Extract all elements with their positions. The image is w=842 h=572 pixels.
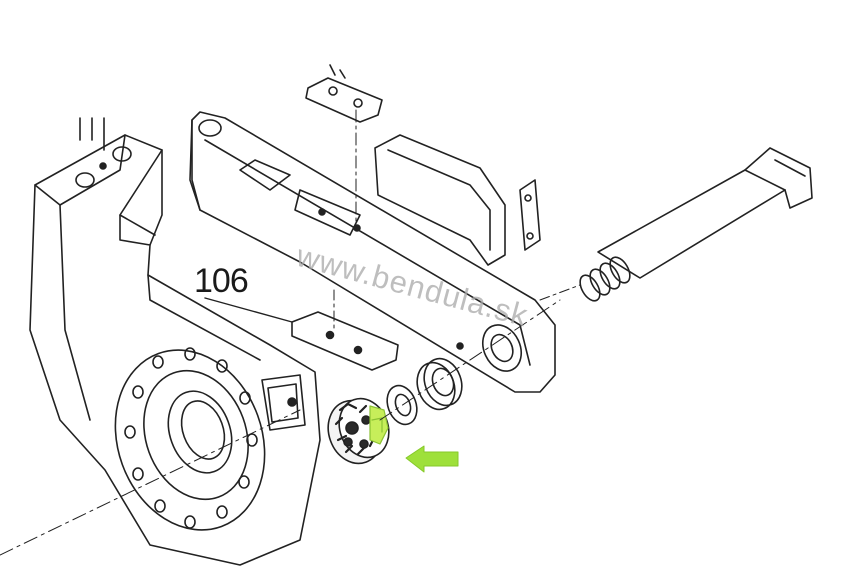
- highlight-arrow-icon: [405, 445, 459, 473]
- washer: [386, 384, 418, 426]
- shaft-thread: [579, 256, 631, 302]
- part-number-label: 106: [194, 262, 249, 300]
- gear-nut-highlighted: [327, 397, 390, 465]
- flange-bolt-holes: [124, 347, 258, 529]
- shaft-pin: [539, 147, 813, 302]
- pad-block: [374, 134, 541, 266]
- brake-housing: [0, 117, 321, 566]
- lever-arm: [189, 111, 556, 393]
- plate-106: [204, 289, 399, 371]
- bearing: [416, 357, 463, 411]
- top-plate: [305, 64, 383, 231]
